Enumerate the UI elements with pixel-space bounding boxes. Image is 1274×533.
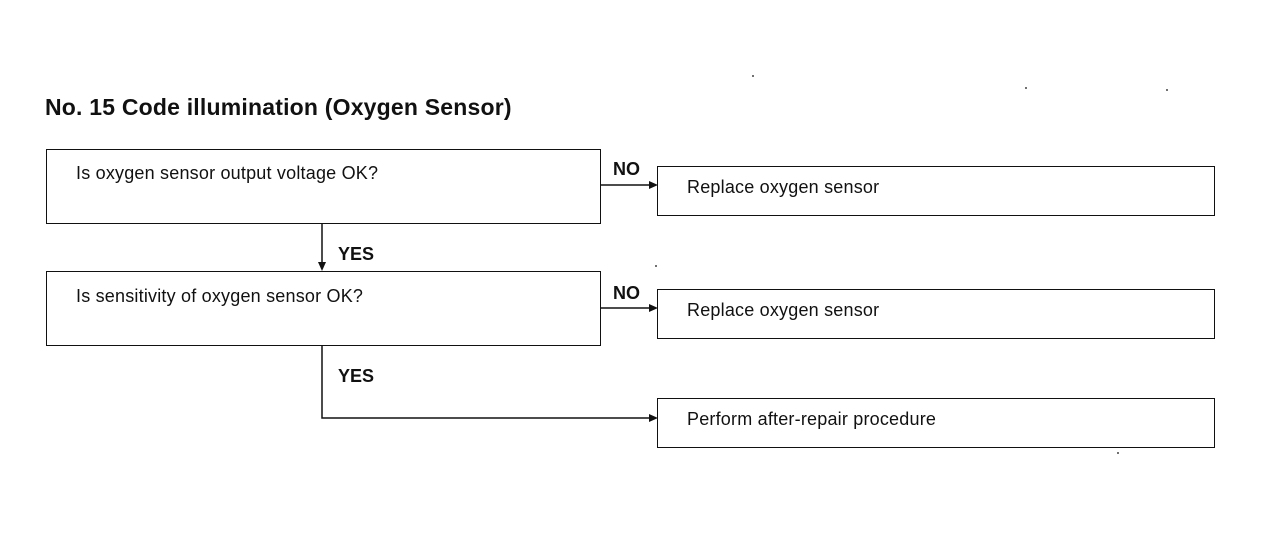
yes-label-2: YES: [338, 366, 375, 386]
diagram-title: No. 15 Code illumination (Oxygen Sensor): [45, 94, 512, 120]
scan-speck: [752, 75, 754, 77]
no-label-1: NO: [613, 159, 640, 179]
scan-speck: [655, 265, 657, 267]
action-box-3: [657, 398, 1215, 448]
yes-connector-2: [321, 346, 652, 419]
action-text-3: Perform after-repair procedure: [687, 409, 937, 429]
action-text-2: Replace oxygen sensor: [687, 300, 880, 320]
yes-label-1: YES: [338, 244, 375, 264]
scan-speck: [1166, 89, 1168, 91]
decision-box-1: [46, 149, 601, 224]
scan-speck: [1025, 87, 1027, 89]
arrowhead-no-1: [649, 181, 658, 189]
decision-box-2: [46, 271, 601, 346]
action-box-2: [657, 289, 1215, 339]
decision-text-1: Is oxygen sensor output voltage OK?: [76, 163, 379, 183]
scan-speck: [1117, 452, 1119, 454]
arrowhead-no-2: [649, 304, 658, 312]
no-label-2: NO: [613, 283, 640, 303]
action-text-1: Replace oxygen sensor: [687, 177, 880, 197]
arrowhead-yes-2: [649, 414, 658, 422]
arrowhead-yes-1: [318, 262, 326, 271]
action-box-1: [657, 166, 1215, 216]
decision-text-2: Is sensitivity of oxygen sensor OK?: [76, 286, 364, 306]
